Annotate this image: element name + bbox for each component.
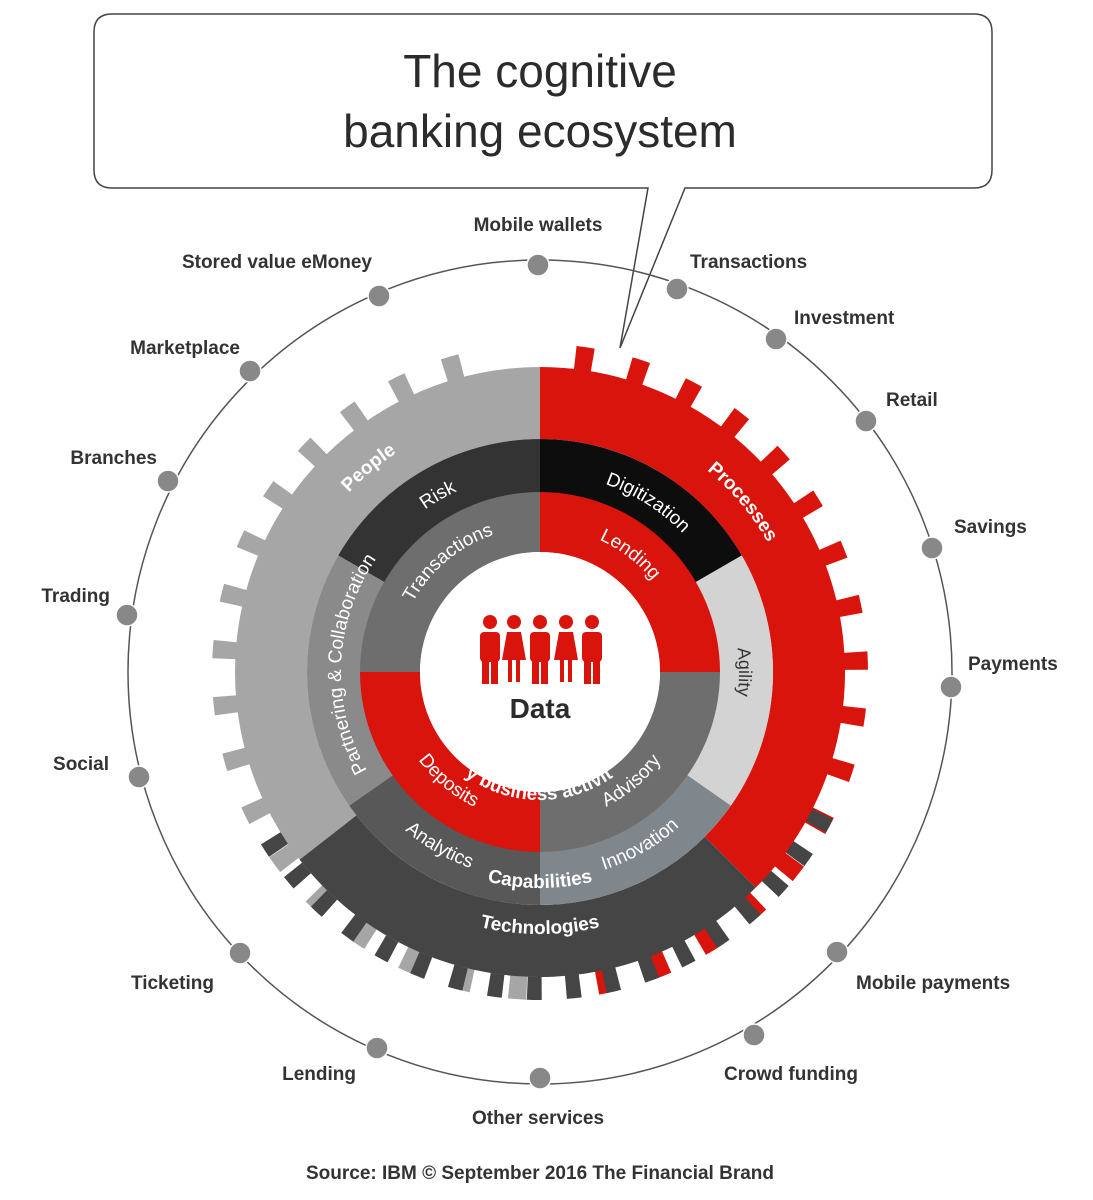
person-leg xyxy=(593,660,600,684)
service-dot xyxy=(764,327,788,351)
service-label: Crowd funding xyxy=(724,1064,858,1085)
service-label: Mobile payments xyxy=(856,973,1010,994)
people-icon xyxy=(480,615,602,684)
person-leg xyxy=(482,660,489,684)
title-line-1: The cognitive xyxy=(403,45,677,97)
service-dot xyxy=(127,765,151,789)
service-dot xyxy=(939,675,963,699)
title-bubble-shape xyxy=(93,13,993,349)
person-dress xyxy=(554,632,578,660)
technologies-tooth xyxy=(600,962,622,994)
ring-technologies xyxy=(299,815,756,977)
source-caption: Source: IBM © September 2016 The Financi… xyxy=(306,1163,774,1184)
ring-people xyxy=(235,367,540,672)
ring-advisory xyxy=(540,672,720,852)
service-labels: Mobile walletsTransactionsInvestmentReta… xyxy=(41,215,1057,1129)
service-dot xyxy=(526,253,550,277)
service-dot xyxy=(238,359,262,383)
service-label: Other services xyxy=(472,1108,604,1129)
processes-tooth xyxy=(835,705,866,727)
technologies-tooth xyxy=(526,971,542,1000)
processes-tooth xyxy=(831,594,863,618)
person-figure xyxy=(502,615,526,682)
service-label: Trading xyxy=(41,586,110,607)
service-label: Marketplace xyxy=(130,338,240,359)
rings xyxy=(235,367,845,977)
ring-risk xyxy=(338,439,540,583)
person-body xyxy=(480,632,500,662)
title-line-2: banking ecosystem xyxy=(343,105,737,157)
processes-tooth xyxy=(573,346,595,377)
ring-innovation xyxy=(540,774,731,905)
service-label: Payments xyxy=(968,654,1058,675)
processes-tooth xyxy=(839,651,868,670)
people-tooth xyxy=(212,695,243,716)
service-dot xyxy=(528,1066,552,1090)
person-leg xyxy=(568,660,572,682)
service-label: Retail xyxy=(886,390,938,411)
label-agility: Agility xyxy=(734,647,755,698)
service-label: Ticketing xyxy=(131,973,214,994)
ring-partnering xyxy=(307,555,395,806)
service-label: Mobile wallets xyxy=(474,215,603,236)
person-head xyxy=(533,615,547,629)
service-dot xyxy=(115,603,139,627)
person-figure xyxy=(480,615,500,684)
person-figure xyxy=(554,615,578,682)
person-head xyxy=(483,615,497,629)
service-dot xyxy=(365,1036,389,1060)
person-leg xyxy=(532,660,539,684)
technologies-tooth xyxy=(486,968,505,998)
service-dots xyxy=(115,253,963,1090)
service-dot xyxy=(367,284,391,308)
service-label: Savings xyxy=(954,517,1027,538)
person-leg xyxy=(516,660,520,682)
service-dot xyxy=(854,409,878,433)
person-figure xyxy=(582,615,602,684)
people-tooth xyxy=(507,970,528,1000)
person-leg xyxy=(508,660,512,682)
person-leg xyxy=(560,660,564,682)
service-dot xyxy=(825,940,849,964)
service-label: Lending xyxy=(282,1064,356,1085)
person-head xyxy=(585,615,599,629)
people-tooth xyxy=(212,639,242,660)
person-figure xyxy=(530,615,550,684)
ring-agility xyxy=(685,555,773,806)
center-disc xyxy=(420,552,660,792)
service-dot xyxy=(742,1023,766,1047)
person-leg xyxy=(491,660,498,684)
person-head xyxy=(507,615,521,629)
ring-analytics xyxy=(349,774,540,905)
service-dot xyxy=(920,536,944,560)
ring-deposits xyxy=(360,672,540,852)
service-label: Social xyxy=(53,754,109,775)
center-data-label: Data xyxy=(510,693,571,724)
person-leg xyxy=(541,660,548,684)
person-body xyxy=(582,632,602,662)
people-tooth xyxy=(219,583,252,608)
ring-processes xyxy=(540,367,845,888)
service-dot xyxy=(665,277,689,301)
service-dot xyxy=(156,469,180,493)
title-bubble xyxy=(93,13,993,349)
ring-lending xyxy=(540,492,720,672)
person-body xyxy=(530,632,550,662)
service-label: Transactions xyxy=(690,252,807,273)
service-label: Investment xyxy=(794,308,895,329)
service-label: Stored value eMoney xyxy=(182,252,372,273)
service-dot xyxy=(228,941,252,965)
service-label: Branches xyxy=(70,448,157,469)
person-leg xyxy=(584,660,591,684)
technologies-tooth xyxy=(447,959,469,991)
label-agility-textpath: Agility xyxy=(734,647,755,698)
person-head xyxy=(559,615,573,629)
technologies-tooth xyxy=(564,969,582,999)
ring-digitization xyxy=(540,439,742,583)
person-dress xyxy=(502,632,526,660)
ring-transactions xyxy=(360,492,540,672)
